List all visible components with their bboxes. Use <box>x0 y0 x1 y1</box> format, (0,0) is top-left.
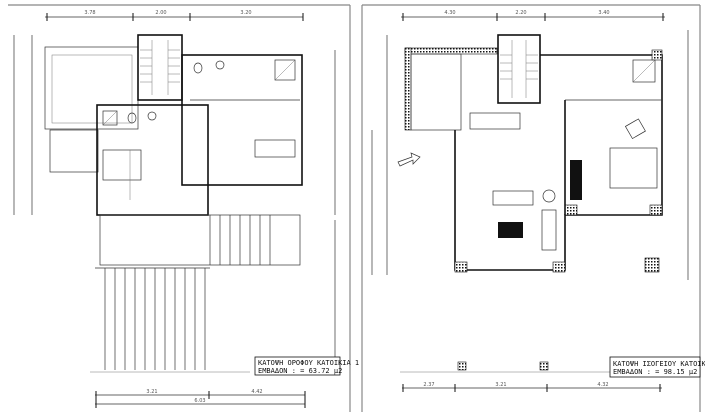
entrance-arrow-icon <box>397 152 421 167</box>
dimension-label: 3.20 <box>240 10 251 16</box>
dimension-label: 2.37 <box>423 382 434 388</box>
staircase <box>137 34 183 101</box>
title-block: ΚΑΤΟΨΗ ΟΡΟΦΟΥ ΚΑΤΟΙΚΙΑ 1 ΕΜΒΑΔΟΝ : = 63.… <box>254 356 359 376</box>
sofa <box>492 190 534 206</box>
kitchen <box>410 53 462 131</box>
upper-floor-sheet: 3.78 2.00 3.20 <box>8 4 359 412</box>
sofa <box>541 209 557 251</box>
exterior-wall <box>454 54 663 271</box>
dimension-label: 3.21 <box>495 382 506 388</box>
dimension-label: 4.32 <box>597 382 608 388</box>
dimension-label: 2.00 <box>155 10 166 16</box>
plan-title: ΚΑΤΟΨΗ ΟΡΟΦΟΥ ΚΑΤΟΙΚΙΑ 1 <box>258 359 359 367</box>
staircase <box>497 34 541 104</box>
dining-table <box>469 112 521 130</box>
dimension-label: 3.40 <box>598 10 609 16</box>
bedroom-block <box>181 54 303 186</box>
terrace <box>44 46 139 130</box>
bottom-dimension-line: 3.21 4.42 6.03 <box>95 389 306 408</box>
top-dimension-line: 4.30 2.20 3.40 <box>401 10 665 21</box>
bed <box>609 147 658 189</box>
plan-area: ΕΜΒΑΔΟΝ : = 98.15 μ2 <box>613 368 697 376</box>
dimension-label: 4.42 <box>251 389 262 395</box>
coffee-table <box>498 222 523 238</box>
dimension-label: 3.78 <box>84 10 95 16</box>
ground-floor-sheet: 4.30 2.20 3.40 <box>361 4 705 412</box>
title-block: ΚΑΤΟΨΗ ΙΣΟΓΕΙΟΥ ΚΑΤΟΙΚΙΑ 1 ΕΜΒΑΔΟΝ : = 9… <box>609 356 705 378</box>
bottom-dimension-line: 2.37 3.21 4.32 <box>402 382 662 392</box>
dimension-label: 4.30 <box>444 10 455 16</box>
bedroom-2-block <box>96 104 209 216</box>
dimension-label: 6.03 <box>194 398 205 404</box>
top-dimension-line: 3.78 2.00 3.20 <box>45 10 304 21</box>
dimension-label: 3.21 <box>146 389 157 395</box>
plan-area: ΕΜΒΑΔΟΝ : = 63.72 μ2 <box>258 367 342 375</box>
dimension-label: 2.20 <box>515 10 526 16</box>
pergola <box>95 215 271 370</box>
balcony <box>99 214 301 266</box>
plan-title: ΚΑΤΟΨΗ ΙΣΟΓΕΙΟΥ ΚΑΤΟΙΚΙΑ 1 <box>613 360 705 368</box>
